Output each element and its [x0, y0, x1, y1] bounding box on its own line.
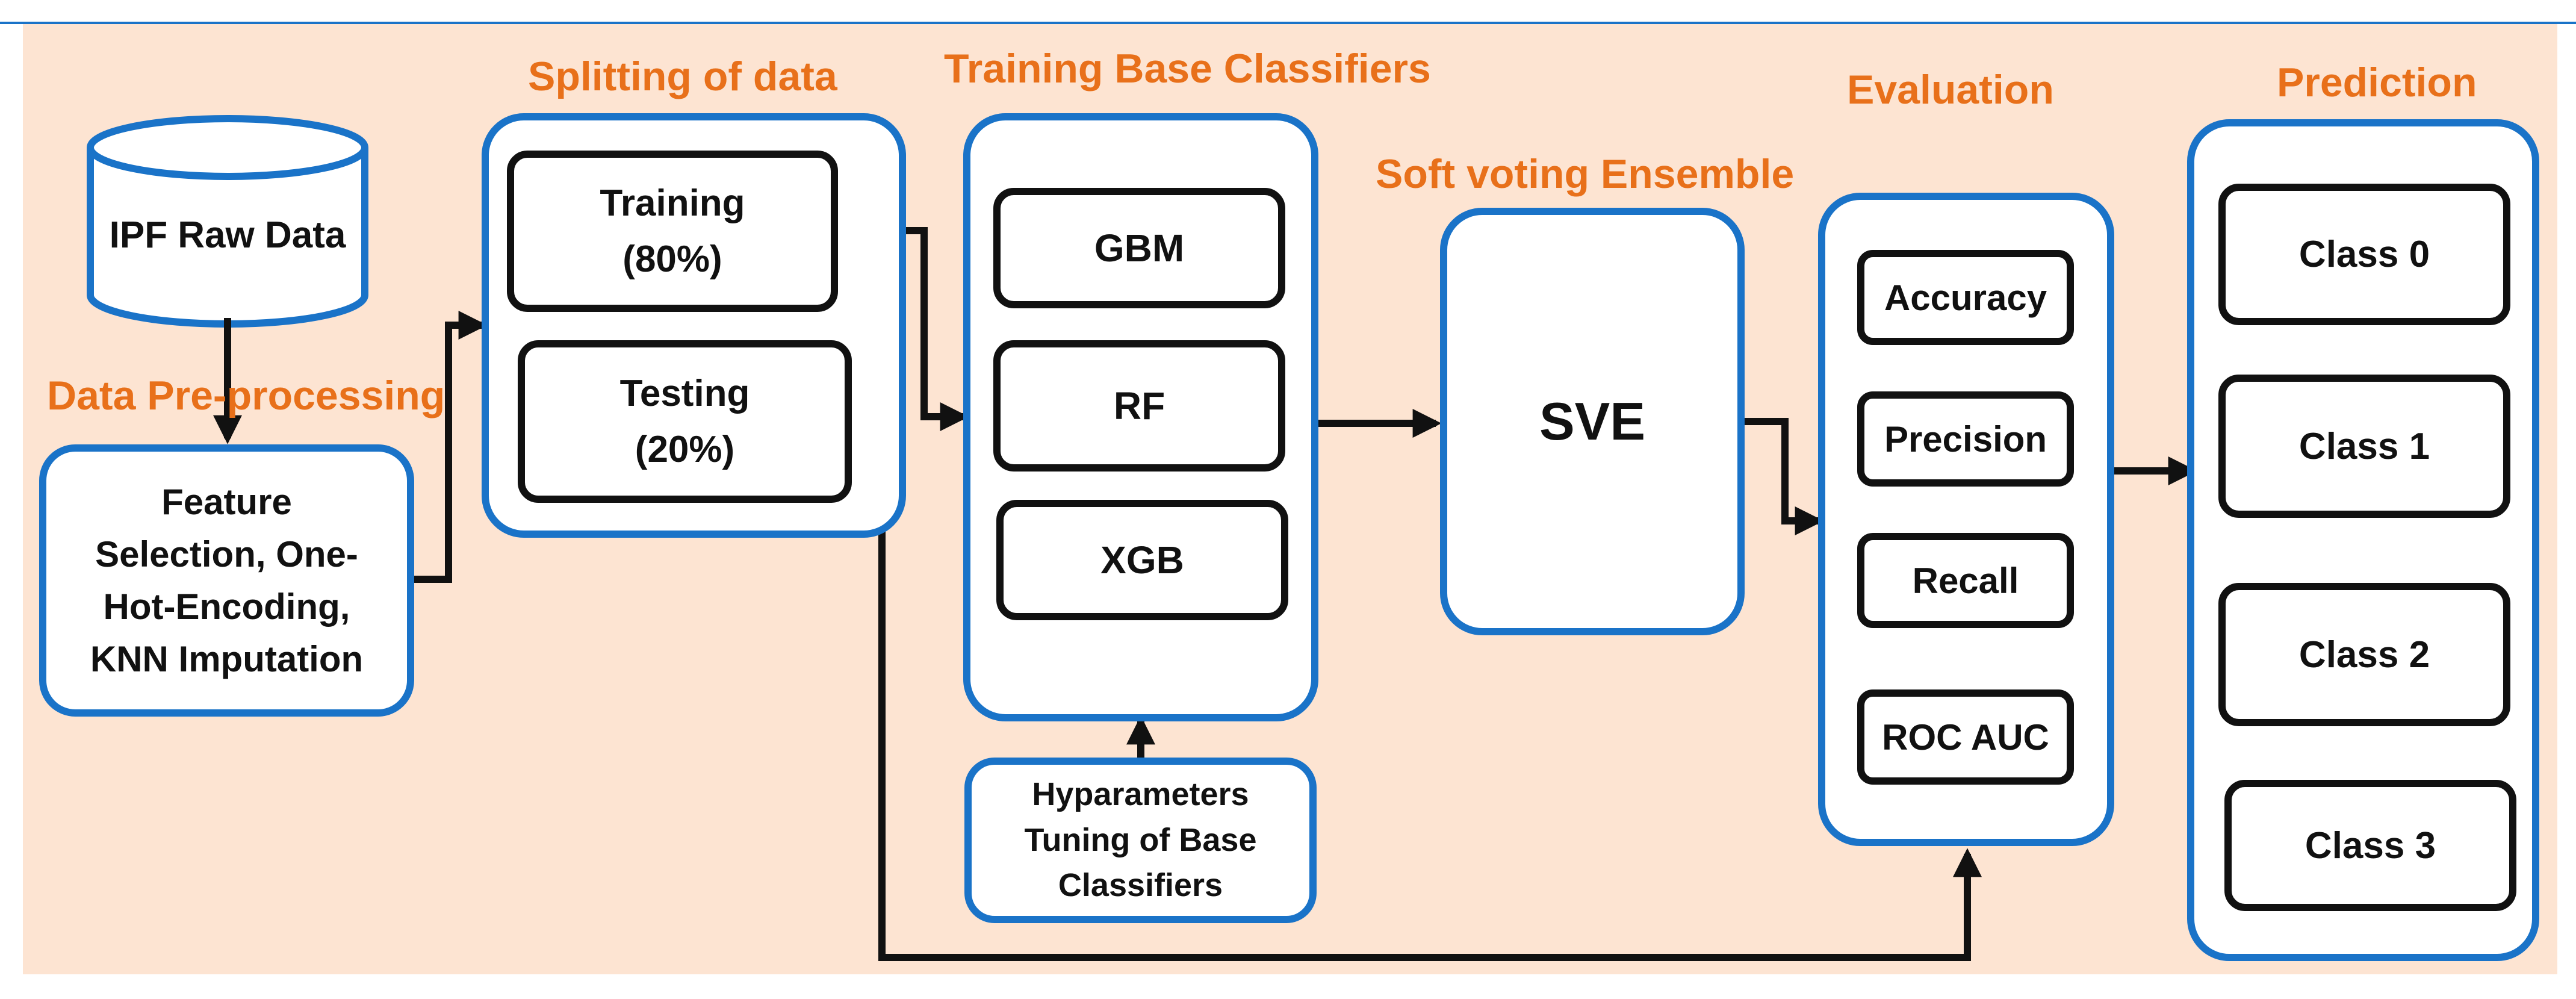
stage-title-ensemble: Soft voting Ensemble — [1376, 151, 1795, 197]
class-0-box: Class 0 — [2218, 184, 2510, 325]
tuning-box: Hyparameters Tuning of Base Classifiers — [964, 758, 1317, 923]
metric-accuracy-box: Accuracy — [1857, 250, 2074, 345]
preprocessing-box: Feature Selection, One- Hot-Encoding, KN… — [39, 444, 414, 717]
metric-recall-box: Recall — [1857, 533, 2074, 628]
stage-title-preprocessing: Data Pre-processing — [47, 373, 445, 419]
stage-title-evaluation: Evaluation — [1847, 67, 2054, 113]
sve-box: SVE — [1440, 208, 1745, 635]
stage-title-training: Training Base Classifiers — [944, 46, 1431, 92]
class-1-box: Class 1 — [2218, 375, 2510, 518]
classifier-gbm-box: GBM — [993, 188, 1285, 308]
testing-split-box: Testing (20%) — [518, 340, 852, 503]
classifier-xgb-box: XGB — [996, 500, 1288, 620]
stage-title-splitting: Splitting of data — [528, 54, 837, 99]
training-split-box: Training (80%) — [507, 151, 838, 312]
class-2-box: Class 2 — [2218, 583, 2510, 726]
classifier-rf-box: RF — [993, 340, 1285, 471]
arrow-sve-to-evaluation — [1745, 418, 1824, 535]
stage-title-prediction: Prediction — [2277, 60, 2477, 105]
class-3-box: Class 3 — [2224, 780, 2516, 911]
arrow-preprocessing-to-splitting — [414, 311, 488, 583]
metric-precision-box: Precision — [1857, 391, 2074, 487]
cylinder-top — [87, 115, 368, 180]
metric-roc-auc-box: ROC AUC — [1857, 689, 2074, 785]
raw-data-label: IPF Raw Data — [109, 214, 346, 256]
